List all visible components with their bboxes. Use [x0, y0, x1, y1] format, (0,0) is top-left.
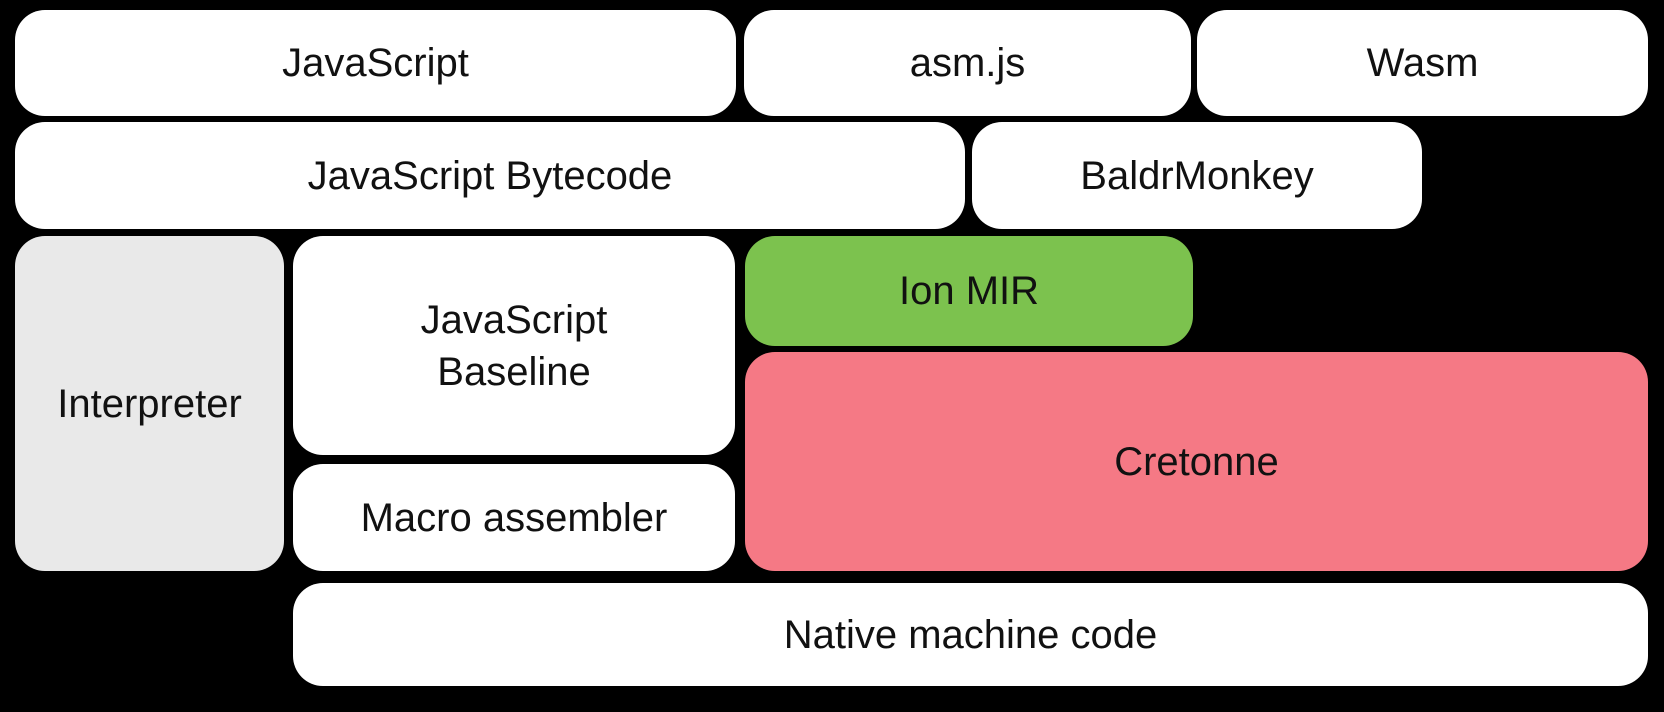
box-javascript: JavaScript: [15, 10, 736, 116]
box-baldrmonkey: BaldrMonkey: [972, 122, 1422, 229]
box-cretonne: Cretonne: [745, 352, 1648, 571]
box-ion-mir: Ion MIR: [745, 236, 1193, 346]
box-javascript-bytecode: JavaScript Bytecode: [15, 122, 965, 229]
box-wasm: Wasm: [1197, 10, 1648, 116]
box-interpreter: Interpreter: [15, 236, 284, 571]
box-asm-js: asm.js: [744, 10, 1191, 116]
box-javascript-baseline: JavaScript Baseline: [293, 236, 735, 455]
box-macro-assembler: Macro assembler: [293, 464, 735, 571]
box-native-machine-code: Native machine code: [293, 583, 1648, 686]
